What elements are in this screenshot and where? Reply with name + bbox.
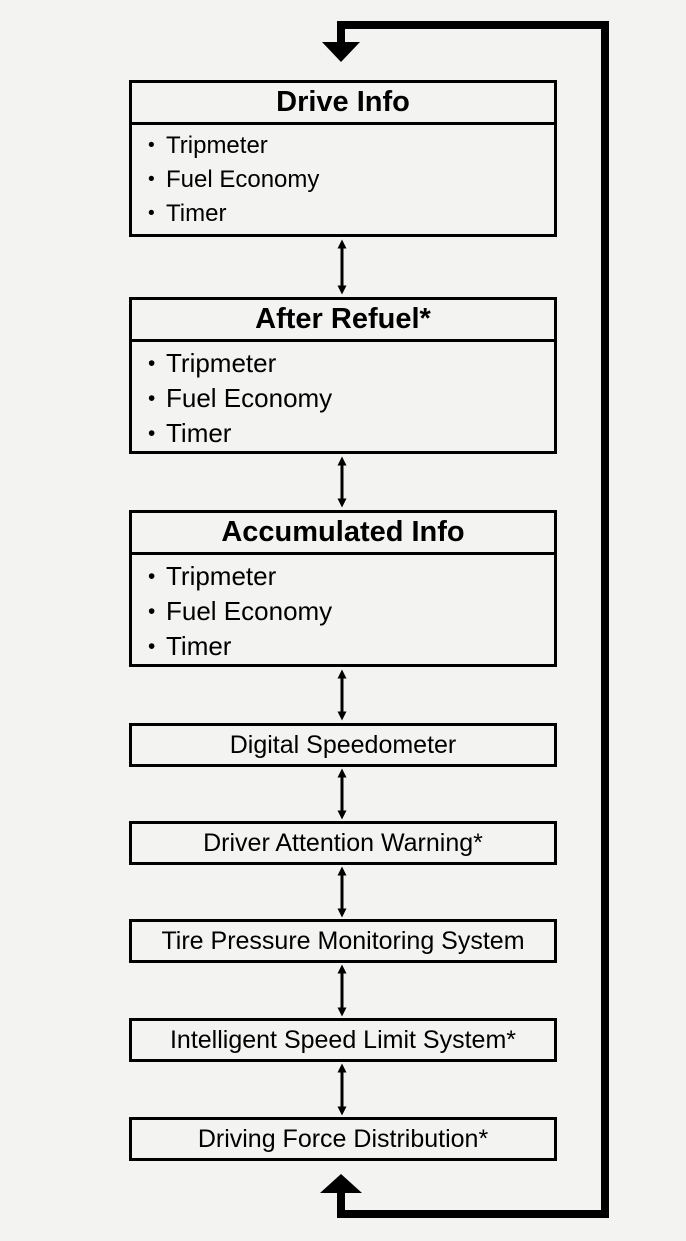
driver-attention-warning-box: Driver Attention Warning* — [129, 821, 557, 865]
drive-info-box: Drive Info Tripmeter Fuel Economy Timer — [129, 80, 557, 237]
list-item: Timer — [148, 629, 554, 664]
loop-back-line — [337, 21, 609, 1218]
after-refuel-box: After Refuel* Tripmeter Fuel Economy Tim… — [129, 297, 557, 454]
accumulated-info-list: Tripmeter Fuel Economy Timer — [132, 555, 554, 664]
after-refuel-list: Tripmeter Fuel Economy Timer — [132, 342, 554, 451]
drive-info-list: Tripmeter Fuel Economy Timer — [132, 125, 554, 231]
list-item: Tripmeter — [148, 129, 554, 163]
driving-force-distribution-box: Driving Force Distribution* — [129, 1117, 557, 1161]
list-item: Tripmeter — [148, 346, 554, 381]
list-item: Fuel Economy — [148, 381, 554, 416]
loop-down-arrow-icon — [322, 42, 360, 62]
digital-speedometer-box: Digital Speedometer — [129, 723, 557, 767]
loop-up-arrow-icon — [320, 1174, 362, 1193]
intelligent-speed-limit-box: Intelligent Speed Limit System* — [129, 1018, 557, 1062]
list-item: Fuel Economy — [148, 594, 554, 629]
after-refuel-title: After Refuel* — [132, 300, 554, 342]
list-item: Timer — [148, 197, 554, 231]
drive-info-title: Drive Info — [132, 83, 554, 125]
accumulated-info-title: Accumulated Info — [132, 513, 554, 555]
list-item: Timer — [148, 416, 554, 451]
tire-pressure-monitoring-box: Tire Pressure Monitoring System — [129, 919, 557, 963]
list-item: Fuel Economy — [148, 163, 554, 197]
accumulated-info-box: Accumulated Info Tripmeter Fuel Economy … — [129, 510, 557, 667]
list-item: Tripmeter — [148, 559, 554, 594]
